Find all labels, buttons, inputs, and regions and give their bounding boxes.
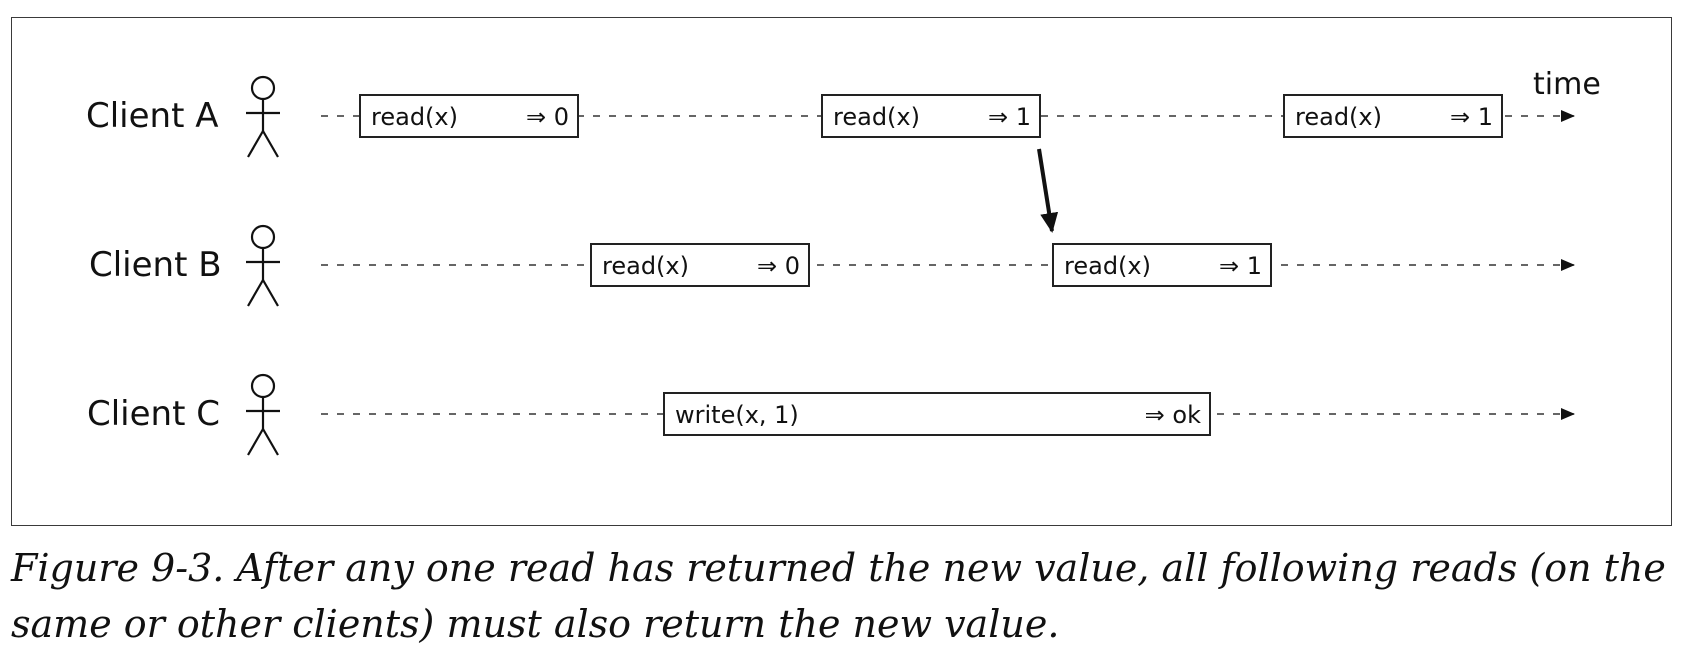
client-b-op-1: read(x) ⇒ 0 xyxy=(590,243,810,287)
dependency-arrow xyxy=(1037,148,1059,233)
op-name: read(x) xyxy=(1064,252,1151,280)
client-a-op-2: read(x) ⇒ 1 xyxy=(821,94,1041,138)
client-a-label: Client A xyxy=(86,96,219,136)
op-result: ⇒ 1 xyxy=(1450,103,1493,131)
client-a-op-3: read(x) ⇒ 1 xyxy=(1283,94,1503,138)
op-box xyxy=(821,94,1041,138)
op-result: ⇒ 1 xyxy=(988,103,1031,131)
op-result: ⇒ 0 xyxy=(757,252,800,280)
client-b-label: Client B xyxy=(89,245,222,285)
op-result: ⇒ 1 xyxy=(1219,252,1262,280)
op-box xyxy=(663,392,1211,436)
op-result: ⇒ 0 xyxy=(526,103,569,131)
client-b-op-2: read(x) ⇒ 1 xyxy=(1052,243,1272,287)
op-box xyxy=(1052,243,1272,287)
linearizability-diagram: time Client A read(x) ⇒ 0 read(x) ⇒ 1 re… xyxy=(86,67,1601,456)
op-name: read(x) xyxy=(833,103,920,131)
figure-frame xyxy=(11,17,1672,526)
client-a-row: Client A read(x) ⇒ 0 read(x) ⇒ 1 read(x)… xyxy=(86,75,1575,158)
op-name: read(x) xyxy=(602,252,689,280)
client-b-stick-figure xyxy=(246,224,280,307)
client-a-stick-figure xyxy=(246,75,280,158)
op-box xyxy=(590,243,810,287)
client-a-op-1: read(x) ⇒ 0 xyxy=(359,94,579,138)
op-name: write(x, 1) xyxy=(675,401,799,429)
op-box xyxy=(359,94,579,138)
op-box xyxy=(1283,94,1503,138)
client-c-label: Client C xyxy=(87,394,220,434)
time-label: time xyxy=(1533,67,1601,102)
op-name: read(x) xyxy=(371,103,458,131)
figure-caption: Figure 9-3. After any one read has retur… xyxy=(11,546,1666,646)
client-c-row: Client C write(x, 1) ⇒ ok xyxy=(87,373,1575,456)
client-b-row: Client B read(x) ⇒ 0 read(x) ⇒ 1 xyxy=(89,224,1575,307)
client-c-op-1: write(x, 1) ⇒ ok xyxy=(663,392,1211,436)
client-c-stick-figure xyxy=(246,373,280,456)
op-name: read(x) xyxy=(1295,103,1382,131)
op-result: ⇒ ok xyxy=(1145,401,1201,429)
